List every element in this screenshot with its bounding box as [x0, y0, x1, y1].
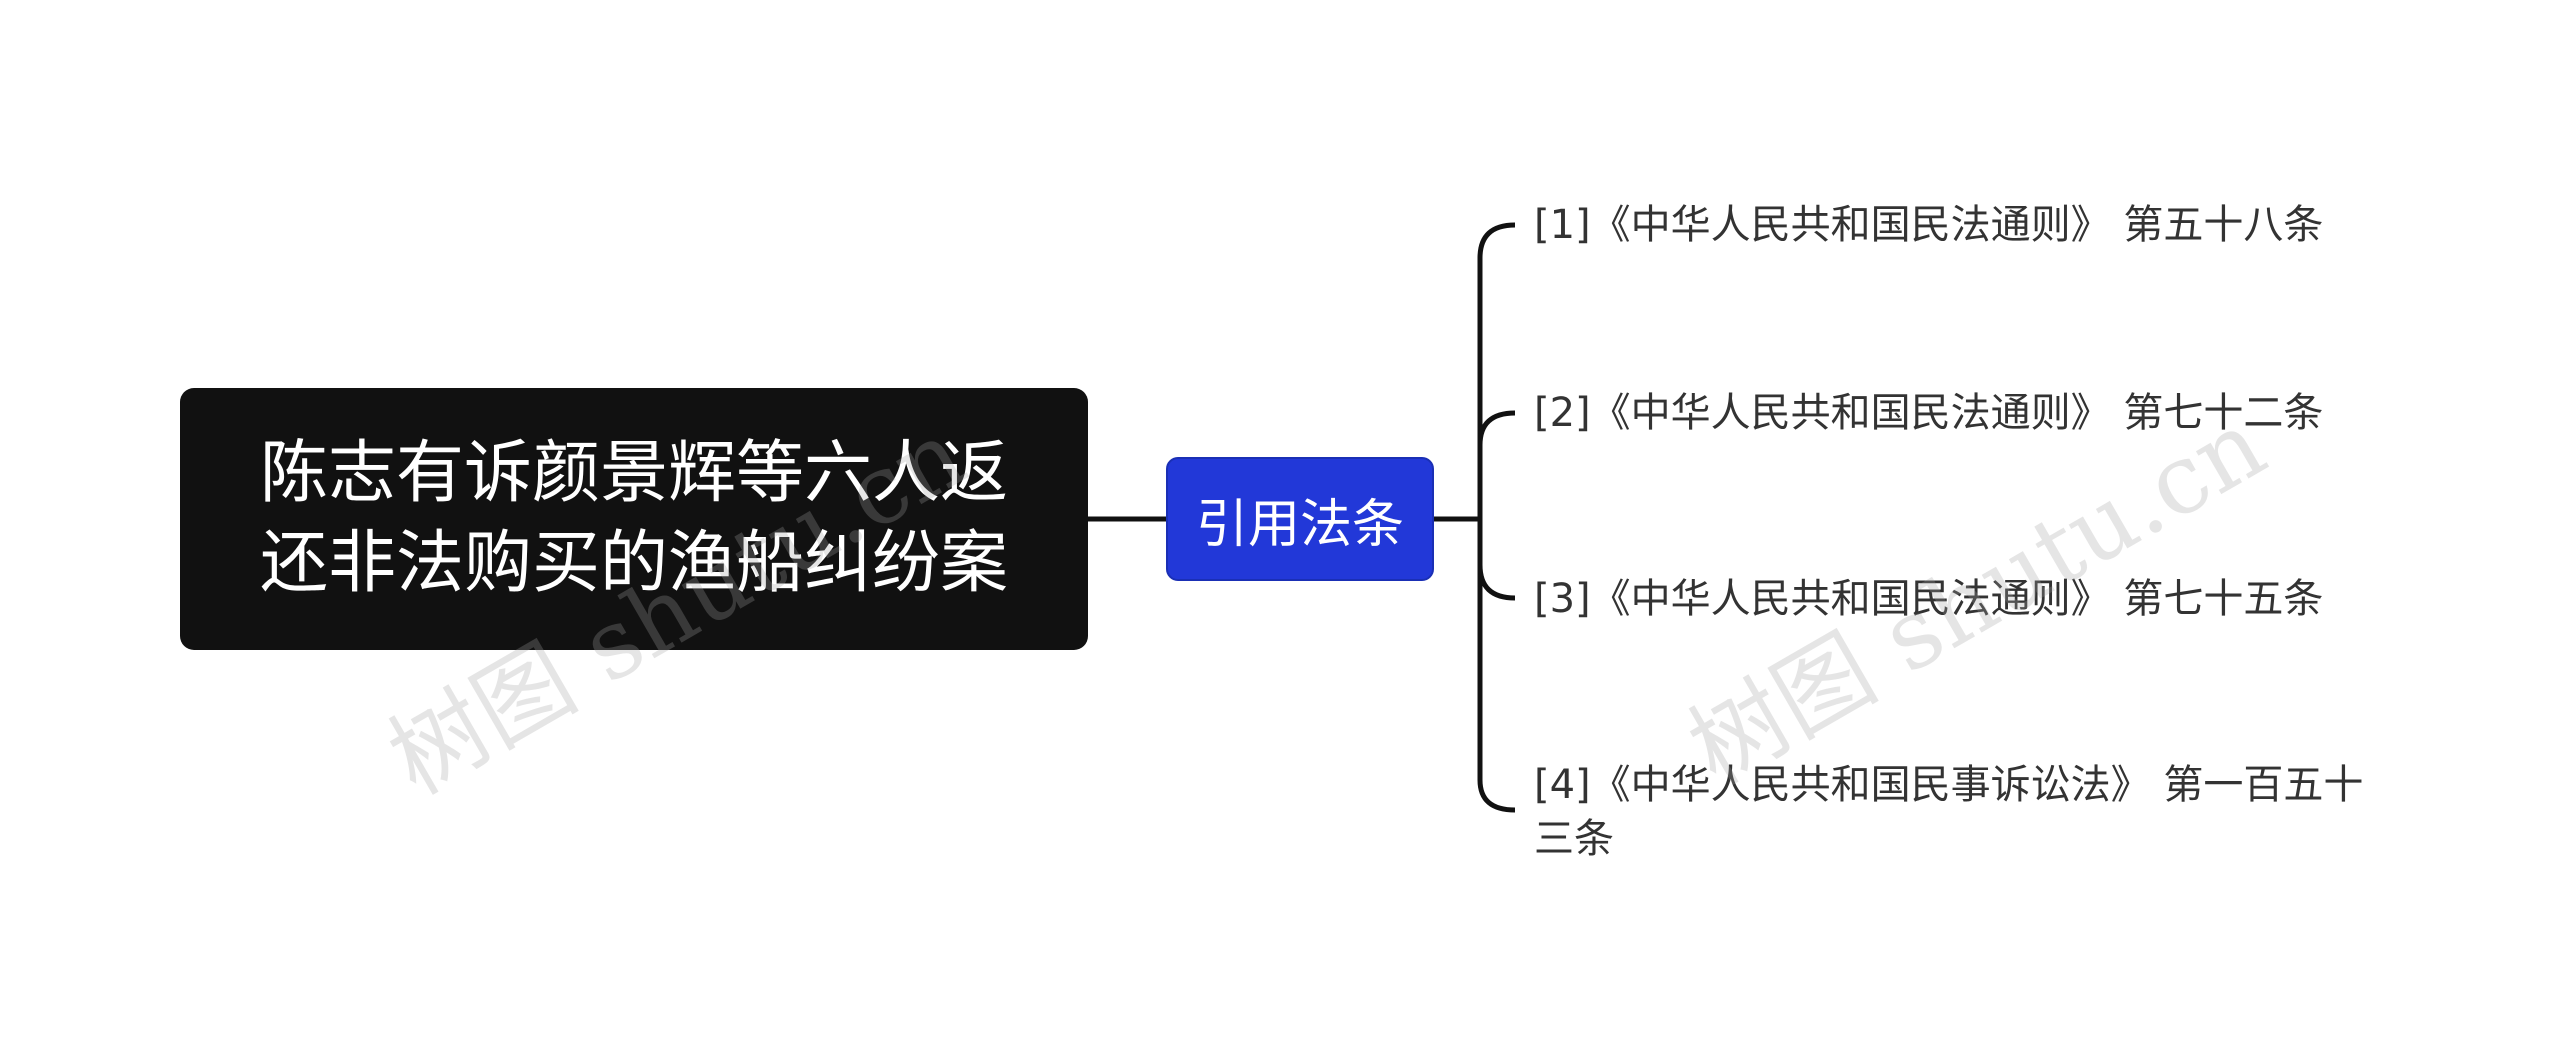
- leaf-2-connector: [1477, 410, 1516, 446]
- root-topic-node[interactable]: 陈志有诉颜景辉等六人返 还非法购买的渔船纠纷案: [180, 388, 1088, 650]
- leaf-3-connector: [1477, 564, 1516, 601]
- leaf-topic-1[interactable]: [1]《中华人民共和国民法通则》 第五十八条: [1534, 202, 2324, 248]
- root-topic-text: 陈志有诉颜景辉等六人返 还非法购买的渔船纠纷案: [259, 434, 1008, 603]
- leaf-topic-4[interactable]: [4]《中华人民共和国民事诉讼法》 第一百五十三条: [1534, 762, 2364, 862]
- branch-topic-node[interactable]: 引用法条: [1166, 457, 1434, 581]
- branch-topic-text: 引用法条: [1195, 494, 1404, 555]
- bracket-line: [1477, 222, 1516, 813]
- leaf-topic-2[interactable]: [2]《中华人民共和国民法通则》 第七十二条: [1534, 390, 2324, 436]
- leaf-topic-3[interactable]: [3]《中华人民共和国民法通则》 第七十五条: [1534, 576, 2324, 622]
